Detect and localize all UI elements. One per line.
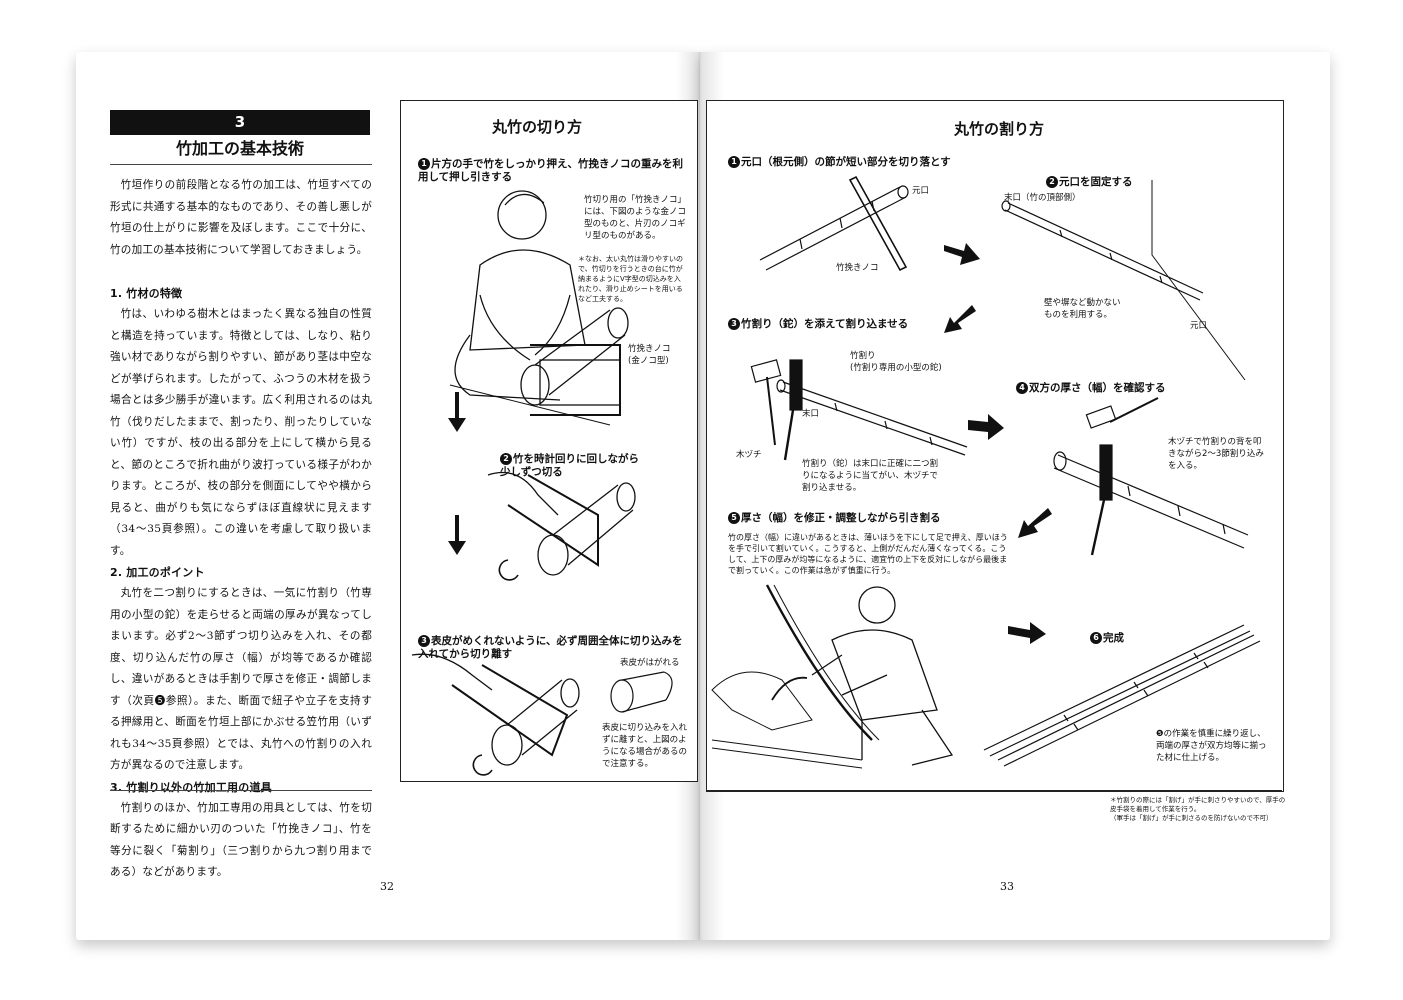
page-number-right: 33 — [1000, 880, 1014, 893]
split-step-5-text: 厚さ（幅）を修正・調整しながら引き割る — [741, 512, 941, 524]
cut-box-title: 丸竹の切り方 — [492, 118, 583, 136]
label-suekuchi: 末口（竹の頂部側） — [1004, 193, 1081, 203]
title-rule — [110, 164, 372, 165]
peel-label: 表皮がはがれる — [620, 658, 680, 668]
slip-prevention-note: ＊なお、太い丸竹は滑りやすいので、竹切りを行うときの台に竹が納まるようにV字型の… — [578, 255, 683, 303]
torso-shape — [469, 249, 586, 351]
split-step-3-text: 竹割り（鉈）を添えて割り込ませる — [741, 318, 909, 330]
label-motoguchi: 元口 — [912, 186, 930, 196]
person-sawing-illustration — [449, 190, 629, 426]
section-heading-3: 3. 竹割り以外の竹加工用の道具 — [110, 780, 272, 794]
split-box-title: 丸竹の割り方 — [954, 120, 1045, 138]
page-number-left: 32 — [380, 880, 394, 893]
peel-note: 表皮に切り込みを入れずに離すと、上図のようになる場合があるので注意する。 — [602, 723, 688, 769]
step-6-note: ❺の作業を慎重に繰り返し、両端の厚さが双方均等に揃った材に仕上げる。 — [1156, 729, 1267, 763]
down-arrow-icon — [448, 515, 466, 555]
down-arrow-icon — [448, 392, 466, 432]
full-cut-illustration — [411, 653, 580, 776]
label-kizuchi: 木ヅチ — [736, 450, 762, 460]
splitting-with-hatchet-illustration — [750, 359, 968, 461]
label-saw: 竹挽きノコ — [836, 263, 879, 273]
checking-thickness-illustration — [1053, 397, 1249, 556]
section-body-3: 竹割りのほか、竹加工専用の用具としては、竹を切断するために細かい刃のついた「竹挽… — [110, 801, 372, 879]
label-suekuchi-2: 末口 — [802, 409, 820, 419]
right-arrow-icon — [944, 243, 980, 265]
step-number-badge: 5 — [728, 512, 740, 524]
hacksaw-frame — [451, 664, 569, 757]
section-heading-2: 2. 加工のポイント — [110, 566, 205, 579]
step-number-badge: 1 — [728, 156, 740, 168]
sawing-block — [539, 359, 621, 406]
step-5-note: 竹の厚さ（幅）に違いがあるときは、薄いほうを下にして足で押え、厚いほうを手で引い… — [728, 533, 1008, 575]
step-number-badge: 3 — [728, 318, 740, 330]
saw-label: 竹挽きノコ (金ノコ型) — [628, 344, 671, 366]
cut-method-box — [400, 100, 698, 782]
split-box-bottom-rule — [706, 790, 1282, 791]
finished-split-bamboo-illustration — [983, 624, 1261, 767]
rotate-arrow-icon — [498, 559, 519, 581]
chapter-title: 竹加工の基本技術 — [175, 139, 304, 158]
down-left-arrow-icon — [944, 305, 976, 333]
hatchet-blade — [1099, 444, 1113, 501]
label-takewari: 竹割り (竹割り専用の小型の鉈) — [850, 351, 942, 373]
rotate-and-cut-illustration — [487, 471, 636, 581]
chapter-number-bar: 3 — [110, 110, 370, 135]
cutting-end-illustration — [759, 175, 909, 272]
pull-arrow-icon — [771, 676, 808, 701]
head-shape — [858, 586, 896, 624]
split-bamboo — [765, 584, 873, 741]
split-step-1-text: 元口（根元側）の節が短い部分を切り落とす — [741, 156, 951, 168]
section-body-2: 丸竹を二つ割りにするときは、一気に竹割り（竹専用の小型の鉈）を走らせると両端の厚… — [110, 587, 372, 771]
right-arrow-icon — [1008, 622, 1046, 644]
wall-note: 壁や塀など動かない ものを利用する。 — [1044, 298, 1121, 320]
fixing-bamboo-illustration — [1001, 180, 1246, 381]
step-3-note: 竹割り（鉈）は末口に正確に二つ割りになるように当てがい、木ヅチで割り込ませる。 — [802, 459, 939, 493]
saw-type-note: 竹切り用の「竹挽きノコ」には、下図のような金ノコ型のものと、片刃のノコギリ型のも… — [584, 195, 687, 241]
split-step-2-text: 元口を固定する — [1059, 176, 1133, 188]
mallet-head — [750, 359, 782, 383]
body-text-column: 竹垣作りの前段階となる竹の加工は、竹垣すべての形式に共通する基本的なものであり、… — [110, 175, 372, 884]
step-number-badge: 2 — [500, 453, 512, 465]
section-body-1: 竹は、いわゆる樹木とはまったく異なる独自の性質と構造を持っています。特徴としては… — [110, 308, 372, 557]
wall-corner — [1151, 180, 1246, 381]
section-heading-1: 1. 竹材の特徴 — [110, 287, 183, 300]
label-motoguchi-2: 元口 — [1190, 321, 1208, 331]
bamboo-end — [537, 534, 569, 576]
step-number-badge: 3 — [418, 635, 430, 647]
head-shape — [497, 190, 547, 240]
hacksaw-frame — [530, 344, 621, 416]
intro-paragraph: 竹垣作りの前段階となる竹の加工は、竹垣すべての形式に共通する基本的なものであり、… — [110, 179, 372, 256]
left-leaf-shape — [711, 671, 813, 731]
safety-footnote: ＊竹割りの際には「割げ」が手に刺さりやすいので、厚手の皮手袋を着用して作業を行う… — [1110, 796, 1286, 822]
right-arrow-icon — [968, 414, 1004, 440]
rotate-arrow-icon — [472, 754, 493, 776]
torso-shape — [831, 629, 938, 721]
down-left-arrow-icon — [1018, 508, 1052, 538]
step-number-badge: 2 — [1046, 176, 1058, 188]
peeled-bamboo-illustration — [610, 671, 673, 713]
step-number-badge: 4 — [1016, 382, 1028, 394]
person-pulling-illustration — [711, 584, 954, 769]
step-number-badge: 6 — [1090, 632, 1102, 644]
step-number-badge: 1 — [418, 158, 430, 170]
step-4-note: 木ヅチで竹割りの背を叩きながら2〜3節割り込みを入る。 — [1168, 437, 1264, 471]
saw-blade — [848, 175, 908, 272]
hatchet-blade — [789, 359, 803, 411]
mallet-head — [1085, 405, 1117, 429]
split-step-4-text: 双方の厚さ（幅）を確認する — [1029, 382, 1166, 394]
bamboo-end — [491, 724, 523, 766]
bottom-rule — [110, 790, 372, 791]
cut-step-1-text: 片方の手で竹をしっかり押え、竹挽きノコの重みを利用して押し引きする — [418, 158, 683, 183]
split-step-6-text: 完成 — [1103, 632, 1124, 644]
